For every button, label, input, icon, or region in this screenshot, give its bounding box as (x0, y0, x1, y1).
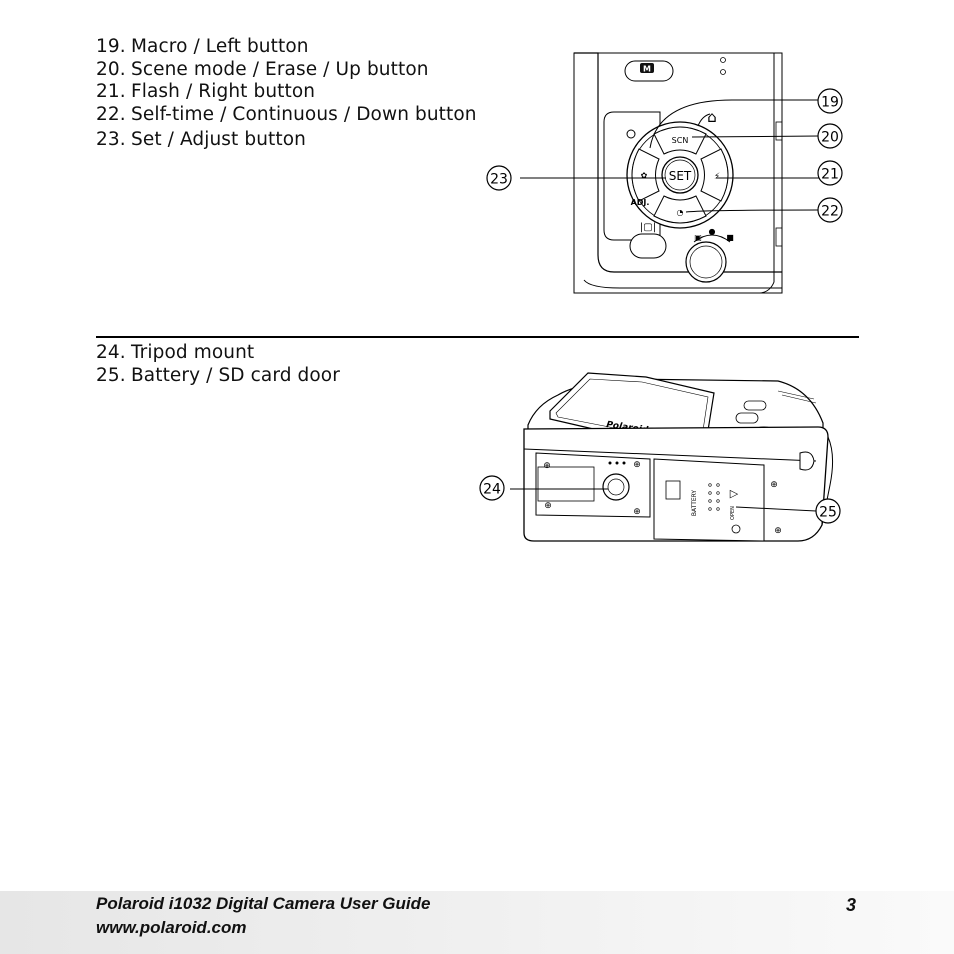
item-number: 21. (96, 81, 126, 102)
open-label: OPEN (730, 506, 736, 520)
list-item: 20.Scene mode / Erase / Up button (96, 59, 477, 82)
list-item: 23.Set / Adjust button (96, 129, 477, 152)
camera-back-controls-figure: M SCN ⚡ ◔ ✿ SET ADJ. ⌂ |▢| ▣ ● ■ 19 20 (486, 52, 843, 294)
item-number: 22. (96, 103, 126, 125)
list-item: 21.Flash / Right button (96, 81, 477, 104)
item-label: Flash / Right button (131, 81, 316, 102)
item-label: Battery / SD card door (131, 364, 340, 386)
callout-20: 20 (817, 123, 843, 149)
svg-text:⊕: ⊕ (770, 480, 778, 490)
item-number: 19. (96, 36, 126, 57)
guide-title: Polaroid i1032 Digital Camera User Guide (96, 894, 431, 913)
item-label: Scene mode / Erase / Up button (131, 58, 429, 80)
svg-text:⊕: ⊕ (543, 461, 551, 471)
set-button-label: SET (669, 169, 692, 183)
svg-text:25: 25 (819, 505, 837, 521)
list-item: 22.Self-time / Continuous / Down button (96, 104, 477, 127)
svg-text:21: 21 (821, 167, 839, 183)
trash-icon: ⌂ (707, 108, 717, 126)
list-item: 19.Macro / Left button (96, 36, 477, 59)
svg-text:■: ■ (726, 233, 734, 242)
callout-25: 25 (815, 498, 841, 524)
section-divider (96, 336, 859, 338)
item-label: Set / Adjust button (131, 129, 307, 150)
adjust-label: ADJ. (631, 198, 650, 207)
svg-text:⊕: ⊕ (774, 526, 782, 536)
callout-23: 23 (486, 165, 512, 191)
svg-text:▷: ▷ (730, 487, 739, 500)
svg-text:⊕: ⊕ (633, 507, 641, 517)
item-number: 23. (96, 129, 126, 150)
page-number: 3 (846, 895, 857, 915)
page-footer: Polaroid i1032 Digital Camera User Guide… (0, 891, 954, 954)
callout-22: 22 (817, 197, 843, 223)
svg-text:24: 24 (483, 482, 501, 498)
callout-24: 24 (479, 475, 505, 501)
svg-text:●: ● (709, 227, 716, 236)
svg-text:⚡: ⚡ (714, 172, 720, 182)
svg-text:|▢|: |▢| (640, 222, 656, 233)
svg-text:23: 23 (490, 172, 508, 188)
list-item: 24.Tripod mount (96, 342, 340, 365)
svg-text:▣: ▣ (694, 233, 702, 242)
scn-button-label: SCN (672, 136, 689, 145)
svg-text:22: 22 (821, 204, 839, 220)
mode-button-label: M (643, 65, 651, 74)
item-number: 20. (96, 58, 126, 80)
item-number: 25. (96, 364, 126, 386)
item-number: 24. (96, 342, 126, 363)
item-label: Macro / Left button (131, 36, 309, 57)
website-url: www.polaroid.com (96, 918, 247, 937)
item-label: Self-time / Continuous / Down button (131, 103, 477, 125)
svg-text:20: 20 (821, 130, 839, 146)
svg-text:◔: ◔ (677, 208, 684, 217)
bottom-parts-list: 24.Tripod mount 25.Battery / SD card doo… (96, 342, 340, 387)
svg-text:⊕: ⊕ (633, 460, 641, 470)
list-item: 25.Battery / SD card door (96, 365, 340, 388)
callout-19: 19 (817, 88, 843, 114)
camera-bottom-figure: Polaroid ⊕ ⊕ ⊕ ⊕ BATTERY ▷ OPEN ⊕ ⊕ 24 (479, 372, 841, 542)
svg-text:✿: ✿ (641, 171, 648, 180)
item-label: Tripod mount (131, 342, 255, 363)
svg-text:19: 19 (821, 95, 839, 111)
controls-list: 19.Macro / Left button 20.Scene mode / E… (96, 36, 477, 152)
callout-21: 21 (817, 160, 843, 186)
battery-label: BATTERY (691, 490, 698, 517)
svg-text:⊕: ⊕ (544, 501, 552, 511)
